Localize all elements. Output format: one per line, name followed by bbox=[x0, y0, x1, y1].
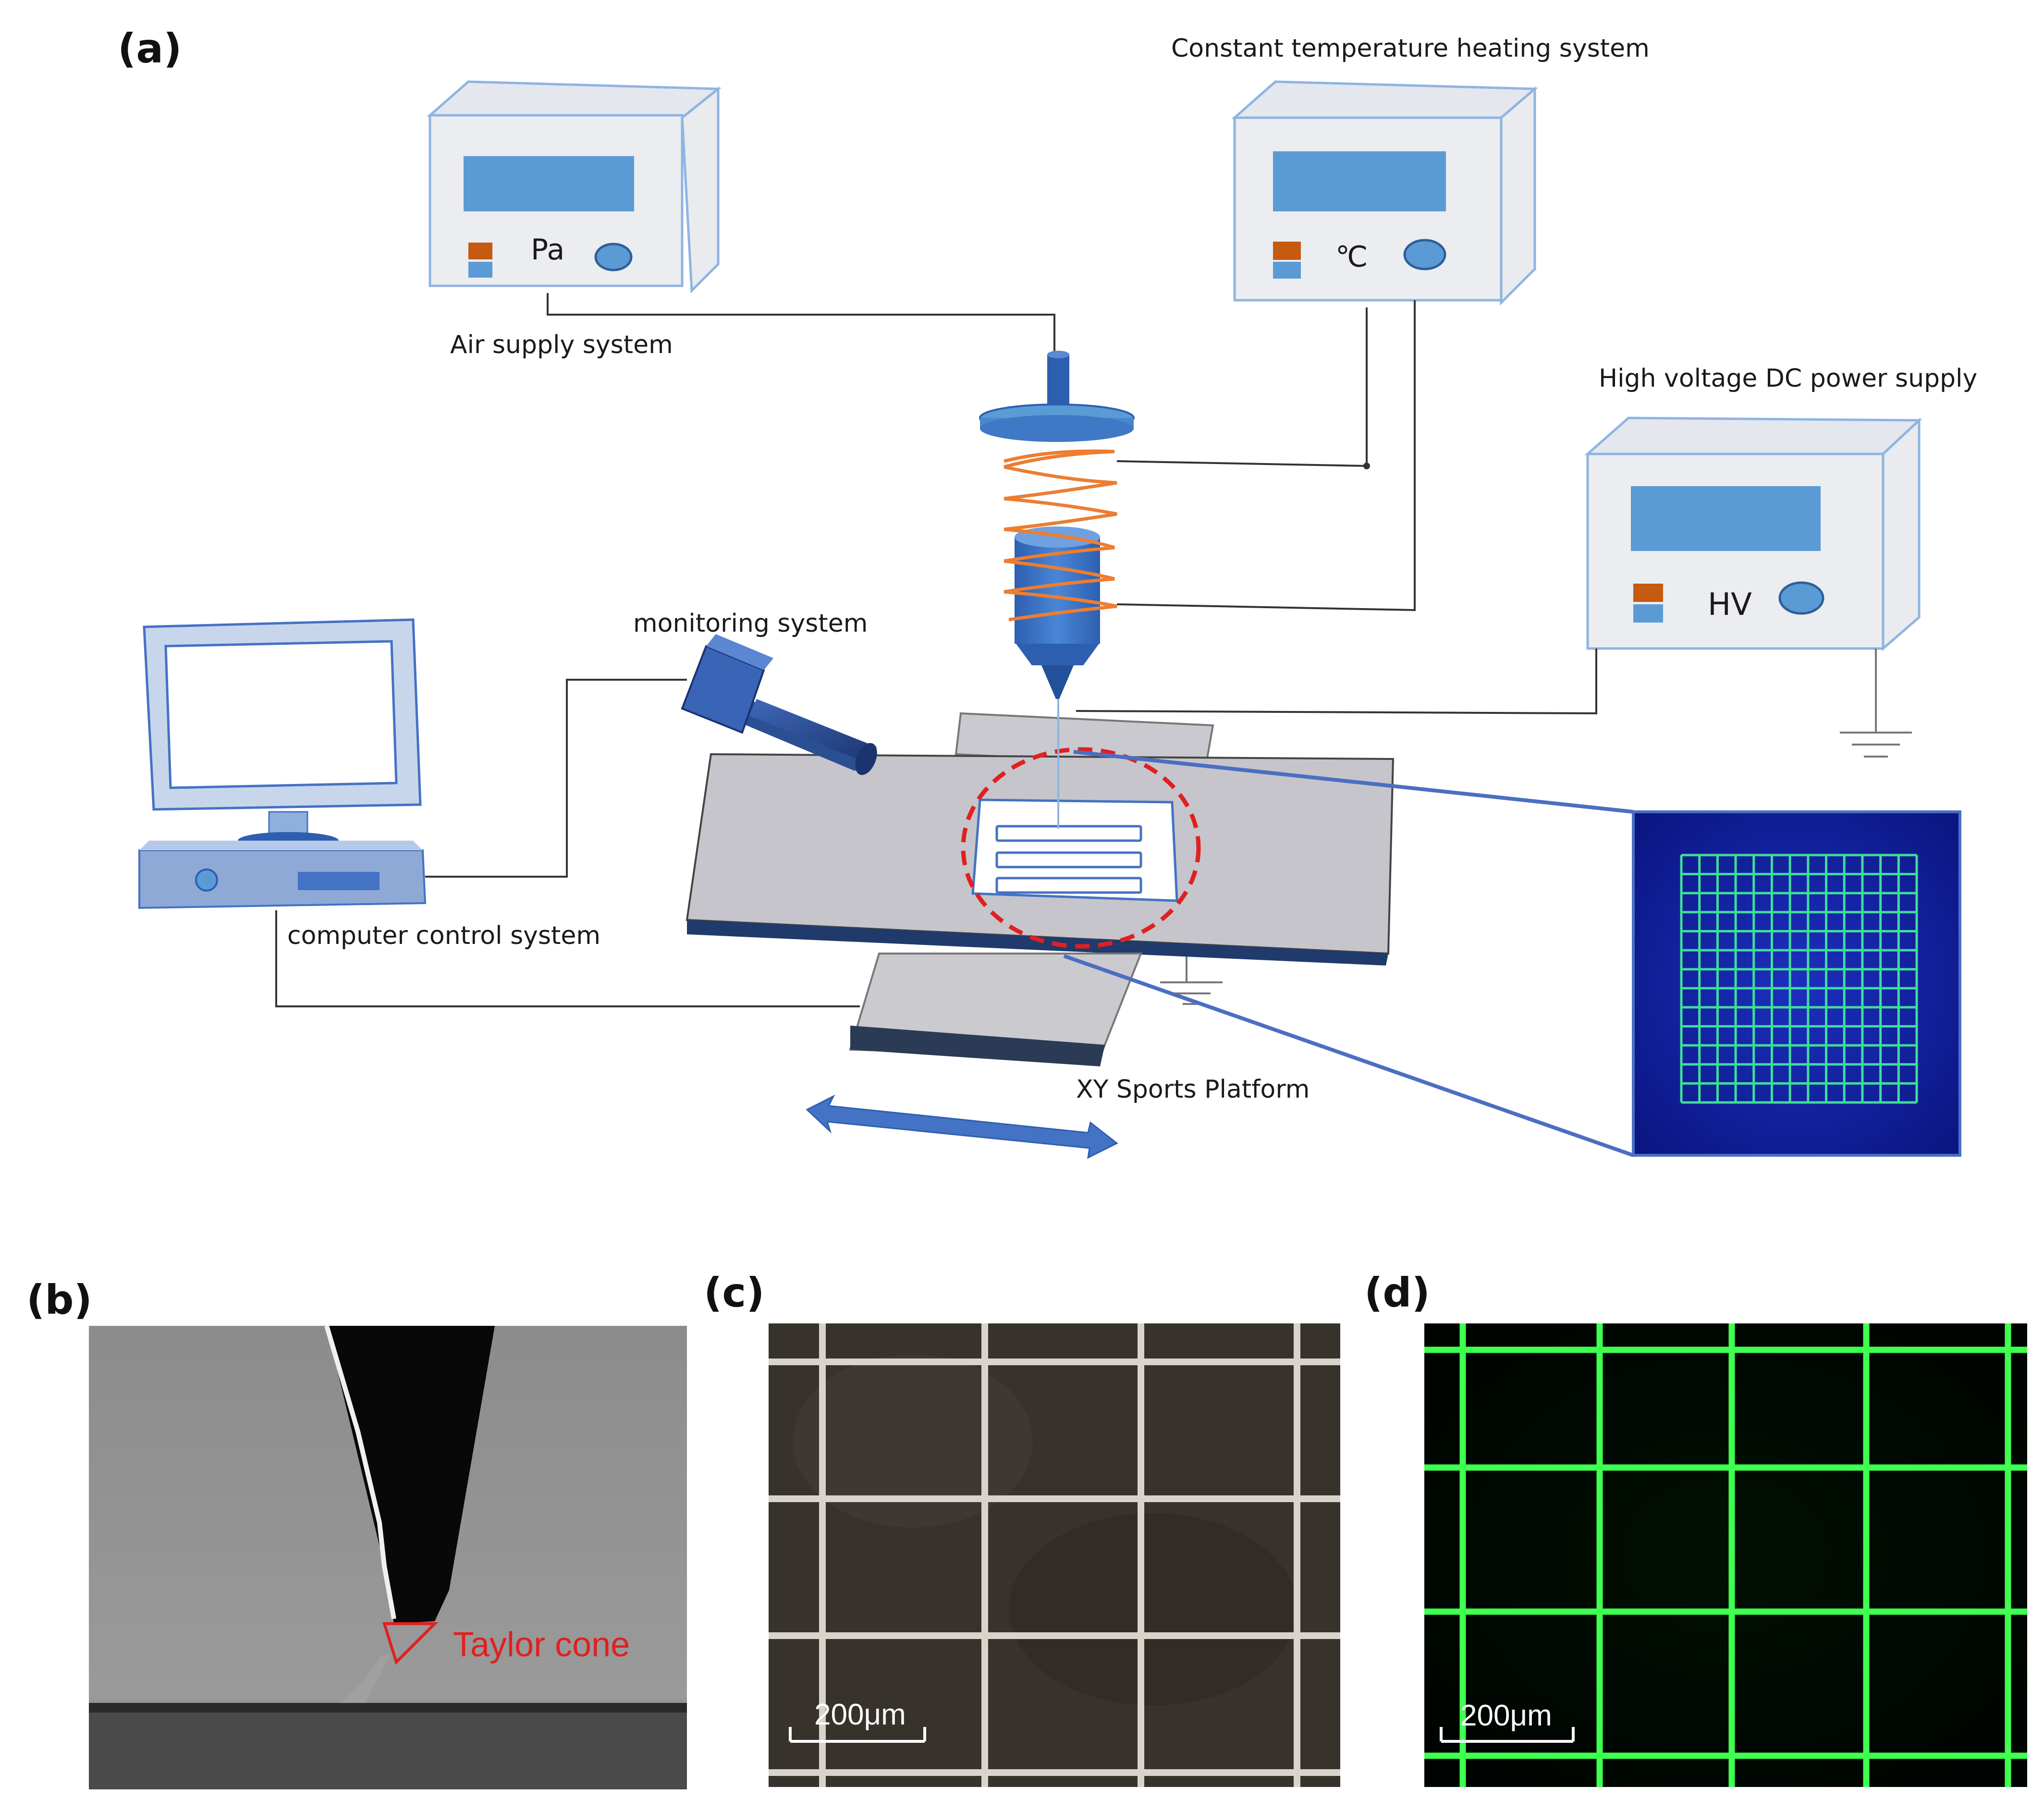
panel-label-a: (a) bbox=[118, 25, 182, 72]
heating-coil bbox=[1004, 449, 1117, 622]
scale-label-d: 200μm bbox=[1460, 1699, 1552, 1732]
motion-arrow bbox=[806, 1094, 1118, 1159]
hv-display bbox=[1631, 486, 1821, 551]
computer-label: computer control system bbox=[287, 921, 600, 950]
scale-bar-d bbox=[1440, 1727, 1575, 1743]
heating-knob bbox=[1403, 239, 1446, 270]
substrate bbox=[971, 798, 1178, 902]
scale-bar-c bbox=[789, 1727, 926, 1743]
fluorescent-grid-lines bbox=[1424, 1323, 2027, 1787]
panel-label-c: (c) bbox=[704, 1269, 765, 1316]
panel-label-b: (b) bbox=[26, 1276, 92, 1323]
camera bbox=[681, 634, 877, 775]
ground-symbol-hv bbox=[1840, 649, 1912, 758]
heating-indicator-blue bbox=[1273, 262, 1301, 279]
heating-system-label: Constant temperature heating system bbox=[1171, 34, 1650, 63]
high-voltage-label: High voltage DC power supply bbox=[1599, 364, 1977, 393]
high-voltage-device: HV bbox=[1584, 416, 1922, 651]
taylor-cone-label: Taylor cone bbox=[453, 1626, 630, 1664]
heating-device: ℃ bbox=[1231, 80, 1538, 306]
air-knob bbox=[594, 243, 633, 271]
taylor-cone-marker bbox=[382, 1622, 439, 1665]
highlight-circle bbox=[961, 747, 1201, 949]
zoom-inset bbox=[1632, 810, 1961, 1157]
brightfield-grid-lines bbox=[769, 1323, 1340, 1787]
scale-label-c: 200μm bbox=[814, 1698, 906, 1731]
heating-indicator-orange bbox=[1273, 242, 1301, 260]
nozzle-silhouette bbox=[327, 1326, 495, 1624]
zoom-lines bbox=[1063, 750, 1634, 1157]
air-indicator-orange bbox=[468, 243, 492, 259]
air-unit-label: Pa bbox=[531, 233, 564, 267]
hv-indicator-blue bbox=[1633, 604, 1663, 623]
air-indicator-blue bbox=[468, 262, 492, 278]
temp-unit-label: ℃ bbox=[1335, 240, 1368, 274]
brightfield-grid-image bbox=[769, 1323, 1340, 1787]
hv-knob bbox=[1778, 581, 1824, 615]
nozzle-assembly bbox=[979, 351, 1135, 829]
panel-label-d: (d) bbox=[1364, 1269, 1430, 1316]
taylor-cone-image bbox=[89, 1325, 687, 1789]
air-supply-display bbox=[464, 156, 634, 211]
air-supply-device: Pa bbox=[427, 80, 722, 294]
xy-platform-label: XY Sports Platform bbox=[1076, 1075, 1310, 1104]
computer bbox=[138, 618, 427, 909]
fluorescent-grid-image bbox=[1424, 1323, 2027, 1787]
hv-unit-label: HV bbox=[1708, 587, 1752, 623]
heating-display bbox=[1273, 151, 1446, 211]
inset-printed-grid bbox=[1680, 854, 1918, 1104]
connection-wires bbox=[275, 293, 1597, 1007]
monitoring-label: monitoring system bbox=[633, 609, 868, 638]
air-supply-label: Air supply system bbox=[450, 330, 673, 359]
hv-indicator-orange bbox=[1633, 584, 1663, 602]
